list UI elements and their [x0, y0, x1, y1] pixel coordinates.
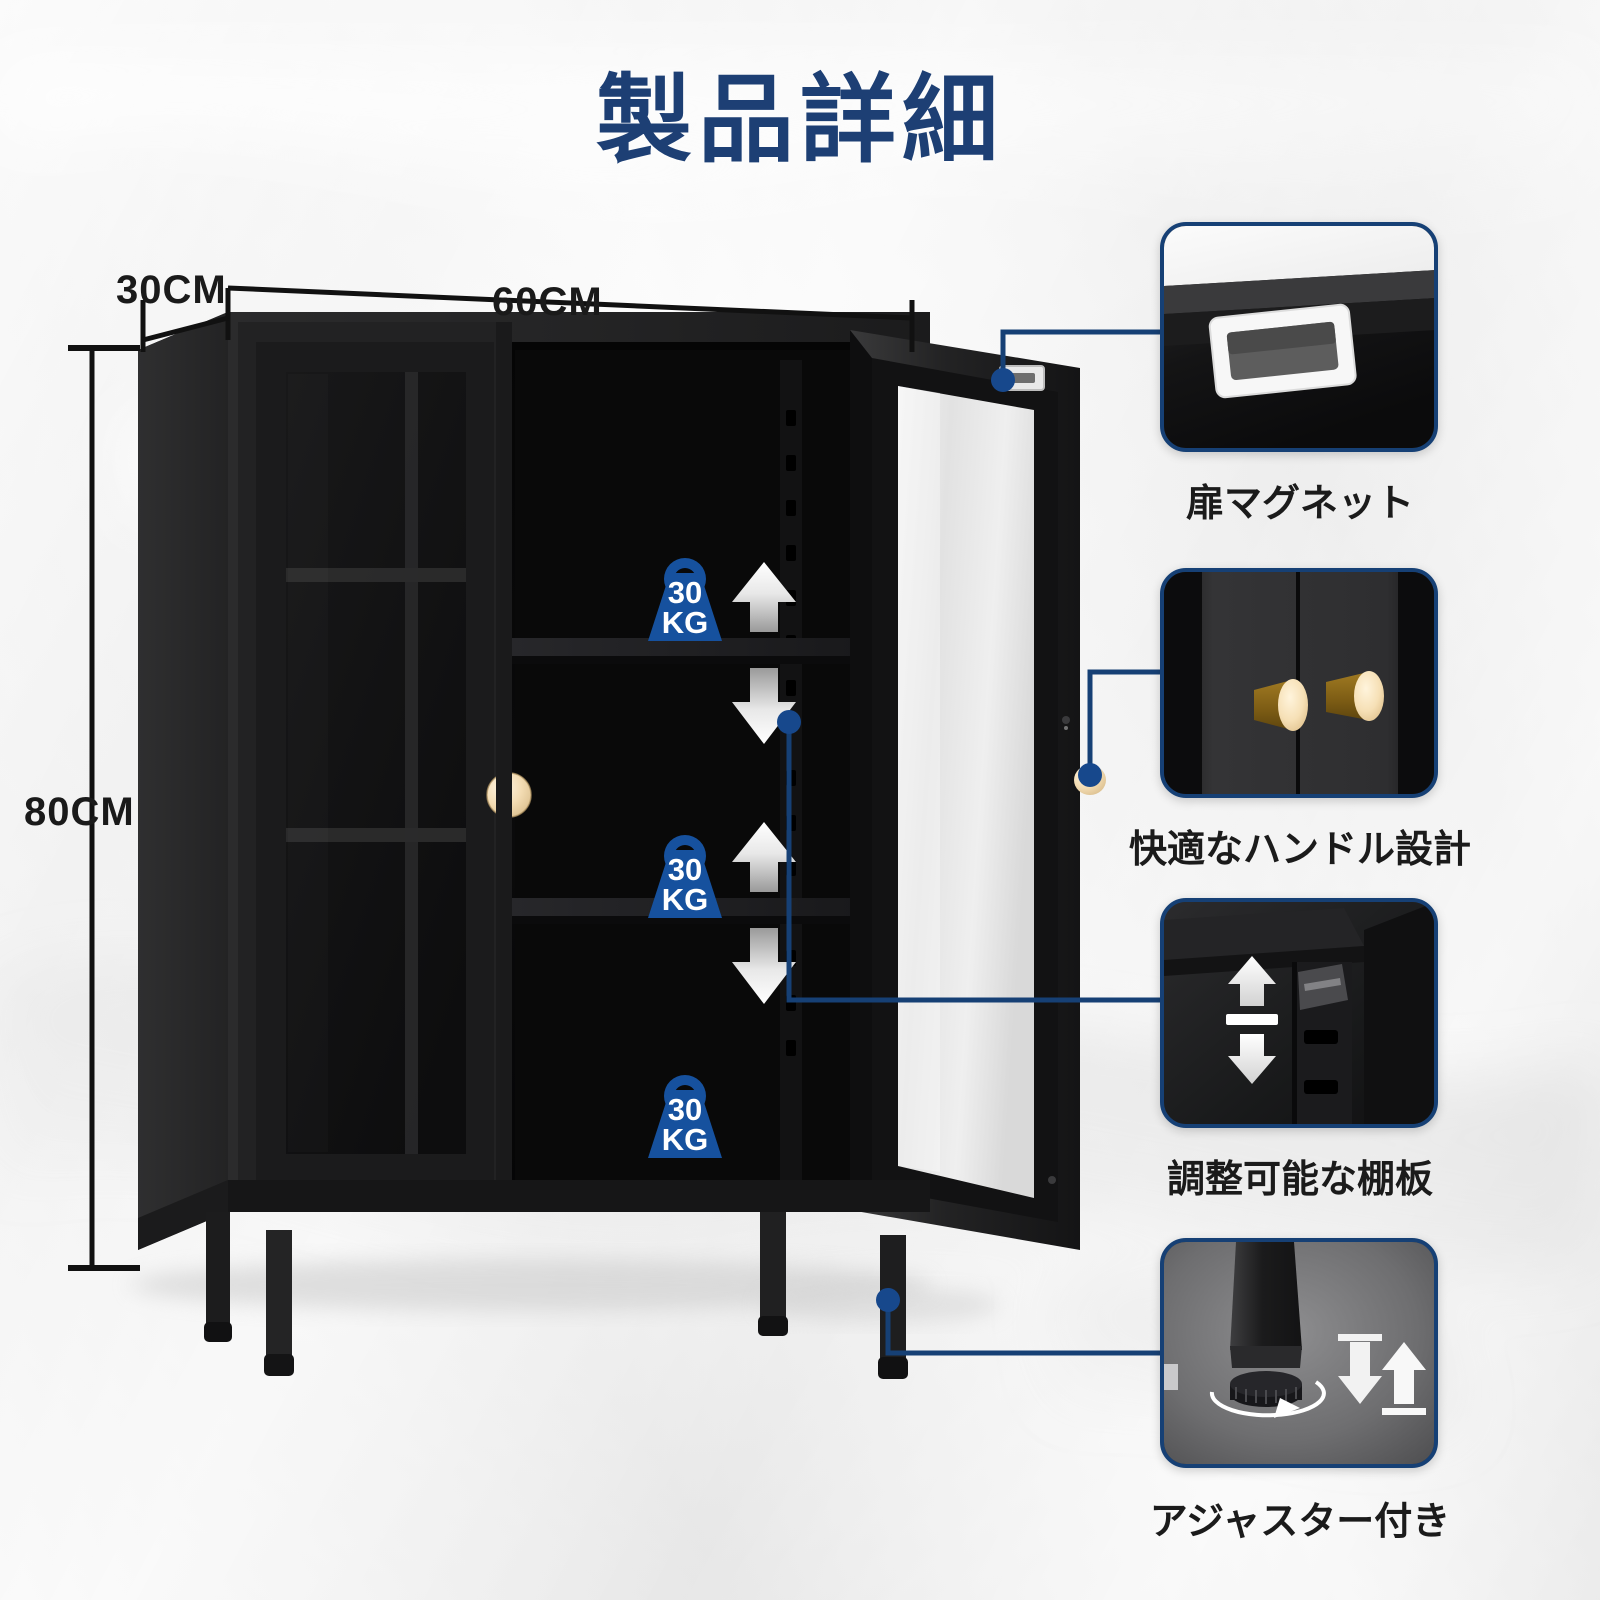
- shelf-adjust-arrows-lower: [732, 822, 796, 1004]
- feature-panel-leveling-feet[interactable]: [1160, 1238, 1438, 1468]
- load-badge-middle-text: 30 KG: [661, 852, 709, 917]
- load-badge-top: [648, 558, 722, 641]
- dimension-label-height: 80CM: [24, 790, 135, 834]
- dimension-label-depth: 30CM: [116, 268, 227, 312]
- load-badge-bottom-text: 30 KG: [661, 1092, 709, 1157]
- load-badge-middle: [648, 835, 722, 918]
- cabinet-illustration: [130, 312, 1106, 1379]
- shelf-pin-icon: [1164, 902, 1434, 1124]
- feature-panel-adjustable-shelf[interactable]: [1160, 898, 1438, 1128]
- open-glass-door: [850, 330, 1080, 1250]
- closed-glass-door: [238, 322, 510, 1202]
- brass-knob-icon: [1164, 572, 1434, 794]
- feature-caption-adjustable-shelf: 調整可能な棚板: [1166, 1159, 1433, 1201]
- feature-caption-door-magnet: 扉マグネット: [1185, 483, 1414, 525]
- page-title: 製品詳細: [596, 67, 1004, 174]
- feature-caption-handle-design: 快適なハンドル設計: [1128, 829, 1471, 871]
- adjustable-foot-icon: [1164, 1242, 1434, 1464]
- dimension-label-width: 60CM: [492, 280, 603, 324]
- feature-panel-handle-design[interactable]: [1160, 568, 1438, 798]
- shelf-adjust-arrows-upper: [732, 562, 796, 744]
- load-badge-top-text: 30 KG: [661, 575, 709, 640]
- interior-shelf-upper: [512, 638, 904, 664]
- magnet-catch-icon: [1164, 226, 1434, 448]
- load-badge-bottom: [648, 1075, 722, 1158]
- feature-caption-leveling-feet: アジャスター付き: [1149, 1501, 1451, 1543]
- feature-panel-door-magnet[interactable]: [1160, 222, 1438, 452]
